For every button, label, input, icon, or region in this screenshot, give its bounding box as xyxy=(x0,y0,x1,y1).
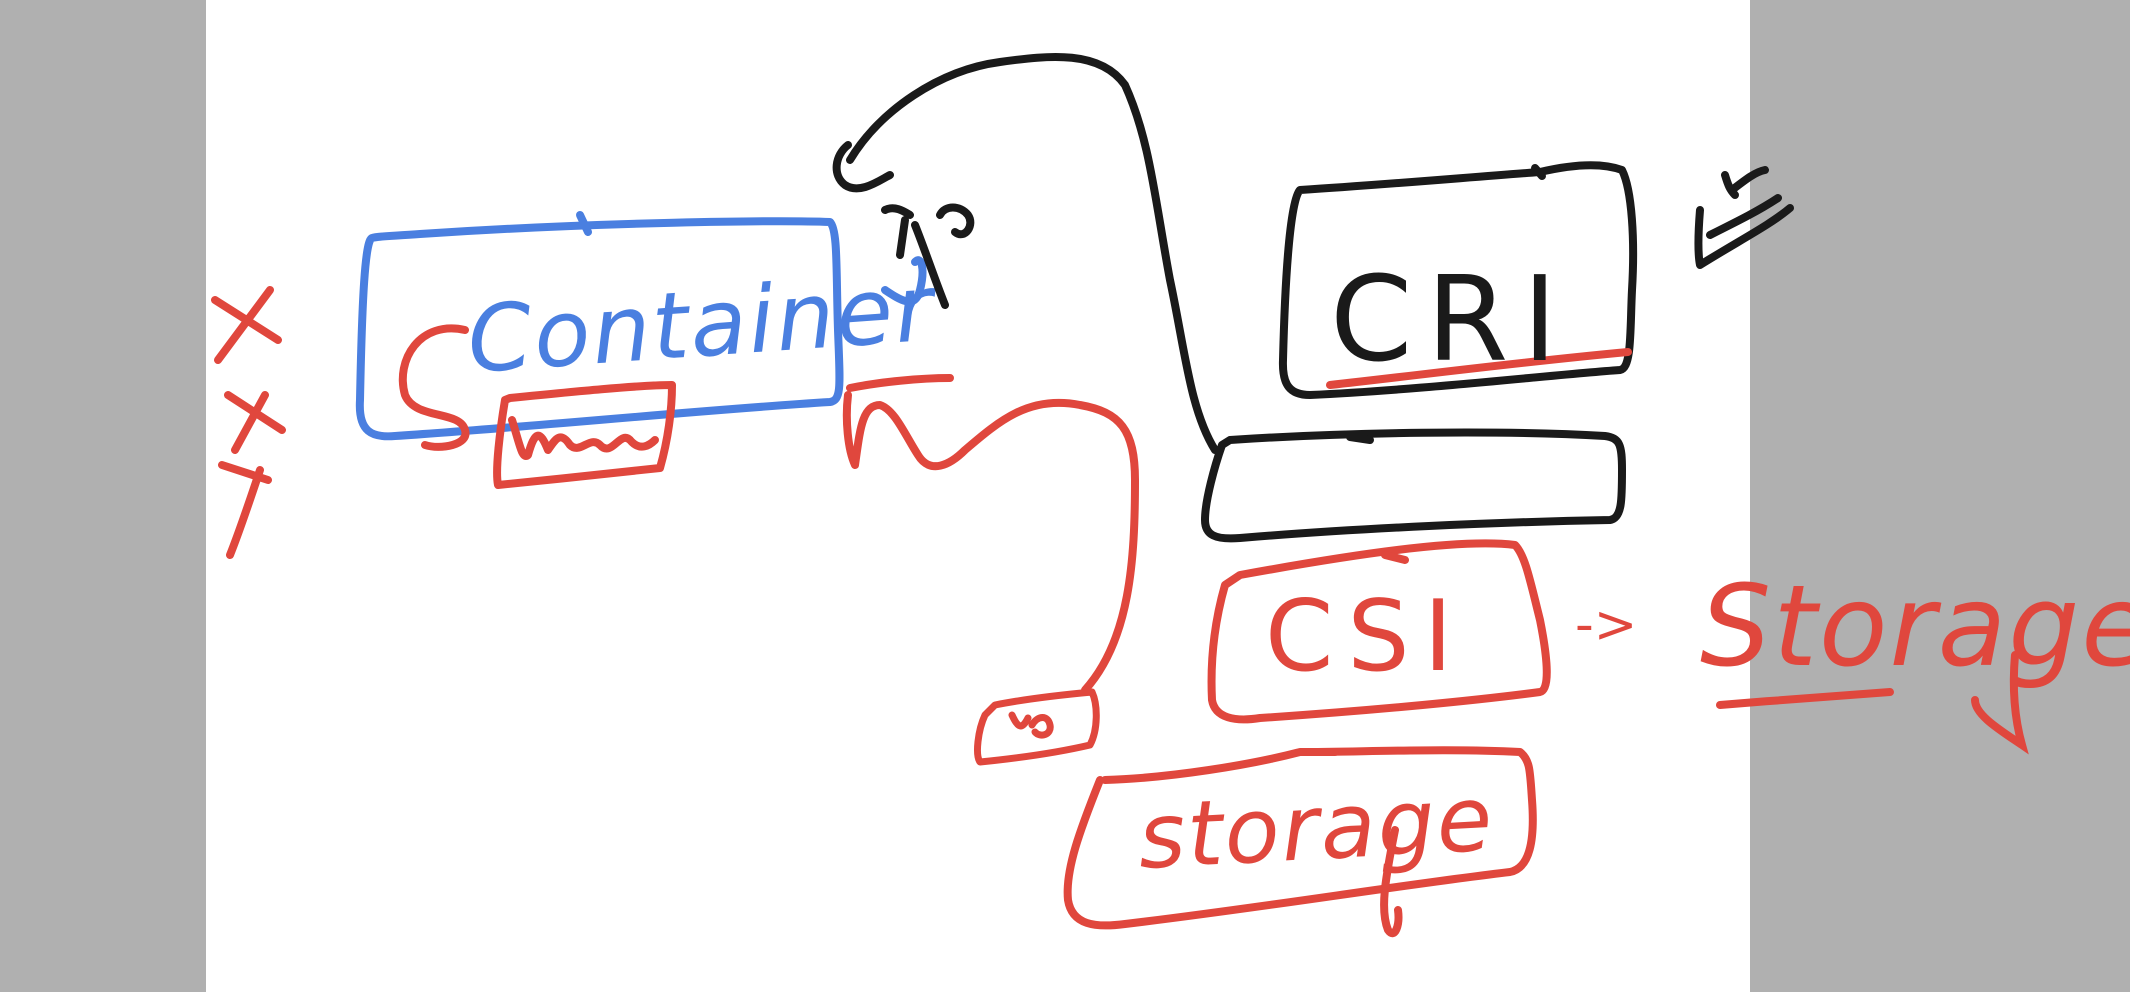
storage-right-label: Storage xyxy=(1700,562,2130,692)
storage-right-underline xyxy=(1716,651,2029,755)
volume-connector xyxy=(842,374,1139,694)
network-group xyxy=(1201,428,1626,543)
storage-box-tail xyxy=(1380,826,1403,938)
network-tick xyxy=(1346,433,1374,444)
volume-scribble xyxy=(1008,711,1054,739)
k8s-arrow-group xyxy=(832,53,1219,454)
storage-box-label: storage xyxy=(1136,766,1497,889)
container-box-tick xyxy=(576,211,592,236)
whiteboard-canvas[interactable] xyxy=(206,0,1750,992)
x-mark-3 xyxy=(218,461,272,559)
check-icon xyxy=(1694,166,1794,269)
storage-tail xyxy=(1971,651,2029,755)
runtime-box xyxy=(493,381,676,489)
container-tail xyxy=(881,256,927,306)
volume-box-group xyxy=(974,688,1100,766)
cri-group xyxy=(1278,161,1638,399)
container-box xyxy=(355,217,844,441)
container-group xyxy=(355,211,927,441)
network-box xyxy=(1201,428,1626,543)
x-marks xyxy=(211,286,286,559)
k8s-glyph xyxy=(881,203,975,309)
k8s-arrow-curve xyxy=(846,53,1219,454)
arrow-to-storage: -> xyxy=(1575,595,1637,655)
volume-cap xyxy=(846,374,954,392)
cri-underline-red xyxy=(1326,348,1632,389)
runtime-s-curve xyxy=(398,324,470,451)
k8s-arrow-head xyxy=(832,141,894,193)
storage-box-group xyxy=(1063,746,1537,938)
runtime-group xyxy=(398,324,676,489)
volume-box xyxy=(974,688,1100,766)
csi-label: CSI xyxy=(1265,580,1467,694)
check-marks xyxy=(1694,166,1794,269)
container-label: Container xyxy=(464,254,941,394)
storage-underline xyxy=(1716,688,1894,709)
csi-tick xyxy=(1381,551,1409,564)
runtime-scribble xyxy=(508,416,659,460)
csi-group xyxy=(1207,539,1551,724)
csi-box xyxy=(1207,539,1551,724)
volume-hook xyxy=(842,391,1139,694)
cri-label: CRI xyxy=(1330,250,1571,388)
cri-tick xyxy=(1531,164,1546,180)
storage-box xyxy=(1063,746,1537,930)
x-mark-2 xyxy=(224,391,286,454)
x-mark-1 xyxy=(211,286,282,364)
